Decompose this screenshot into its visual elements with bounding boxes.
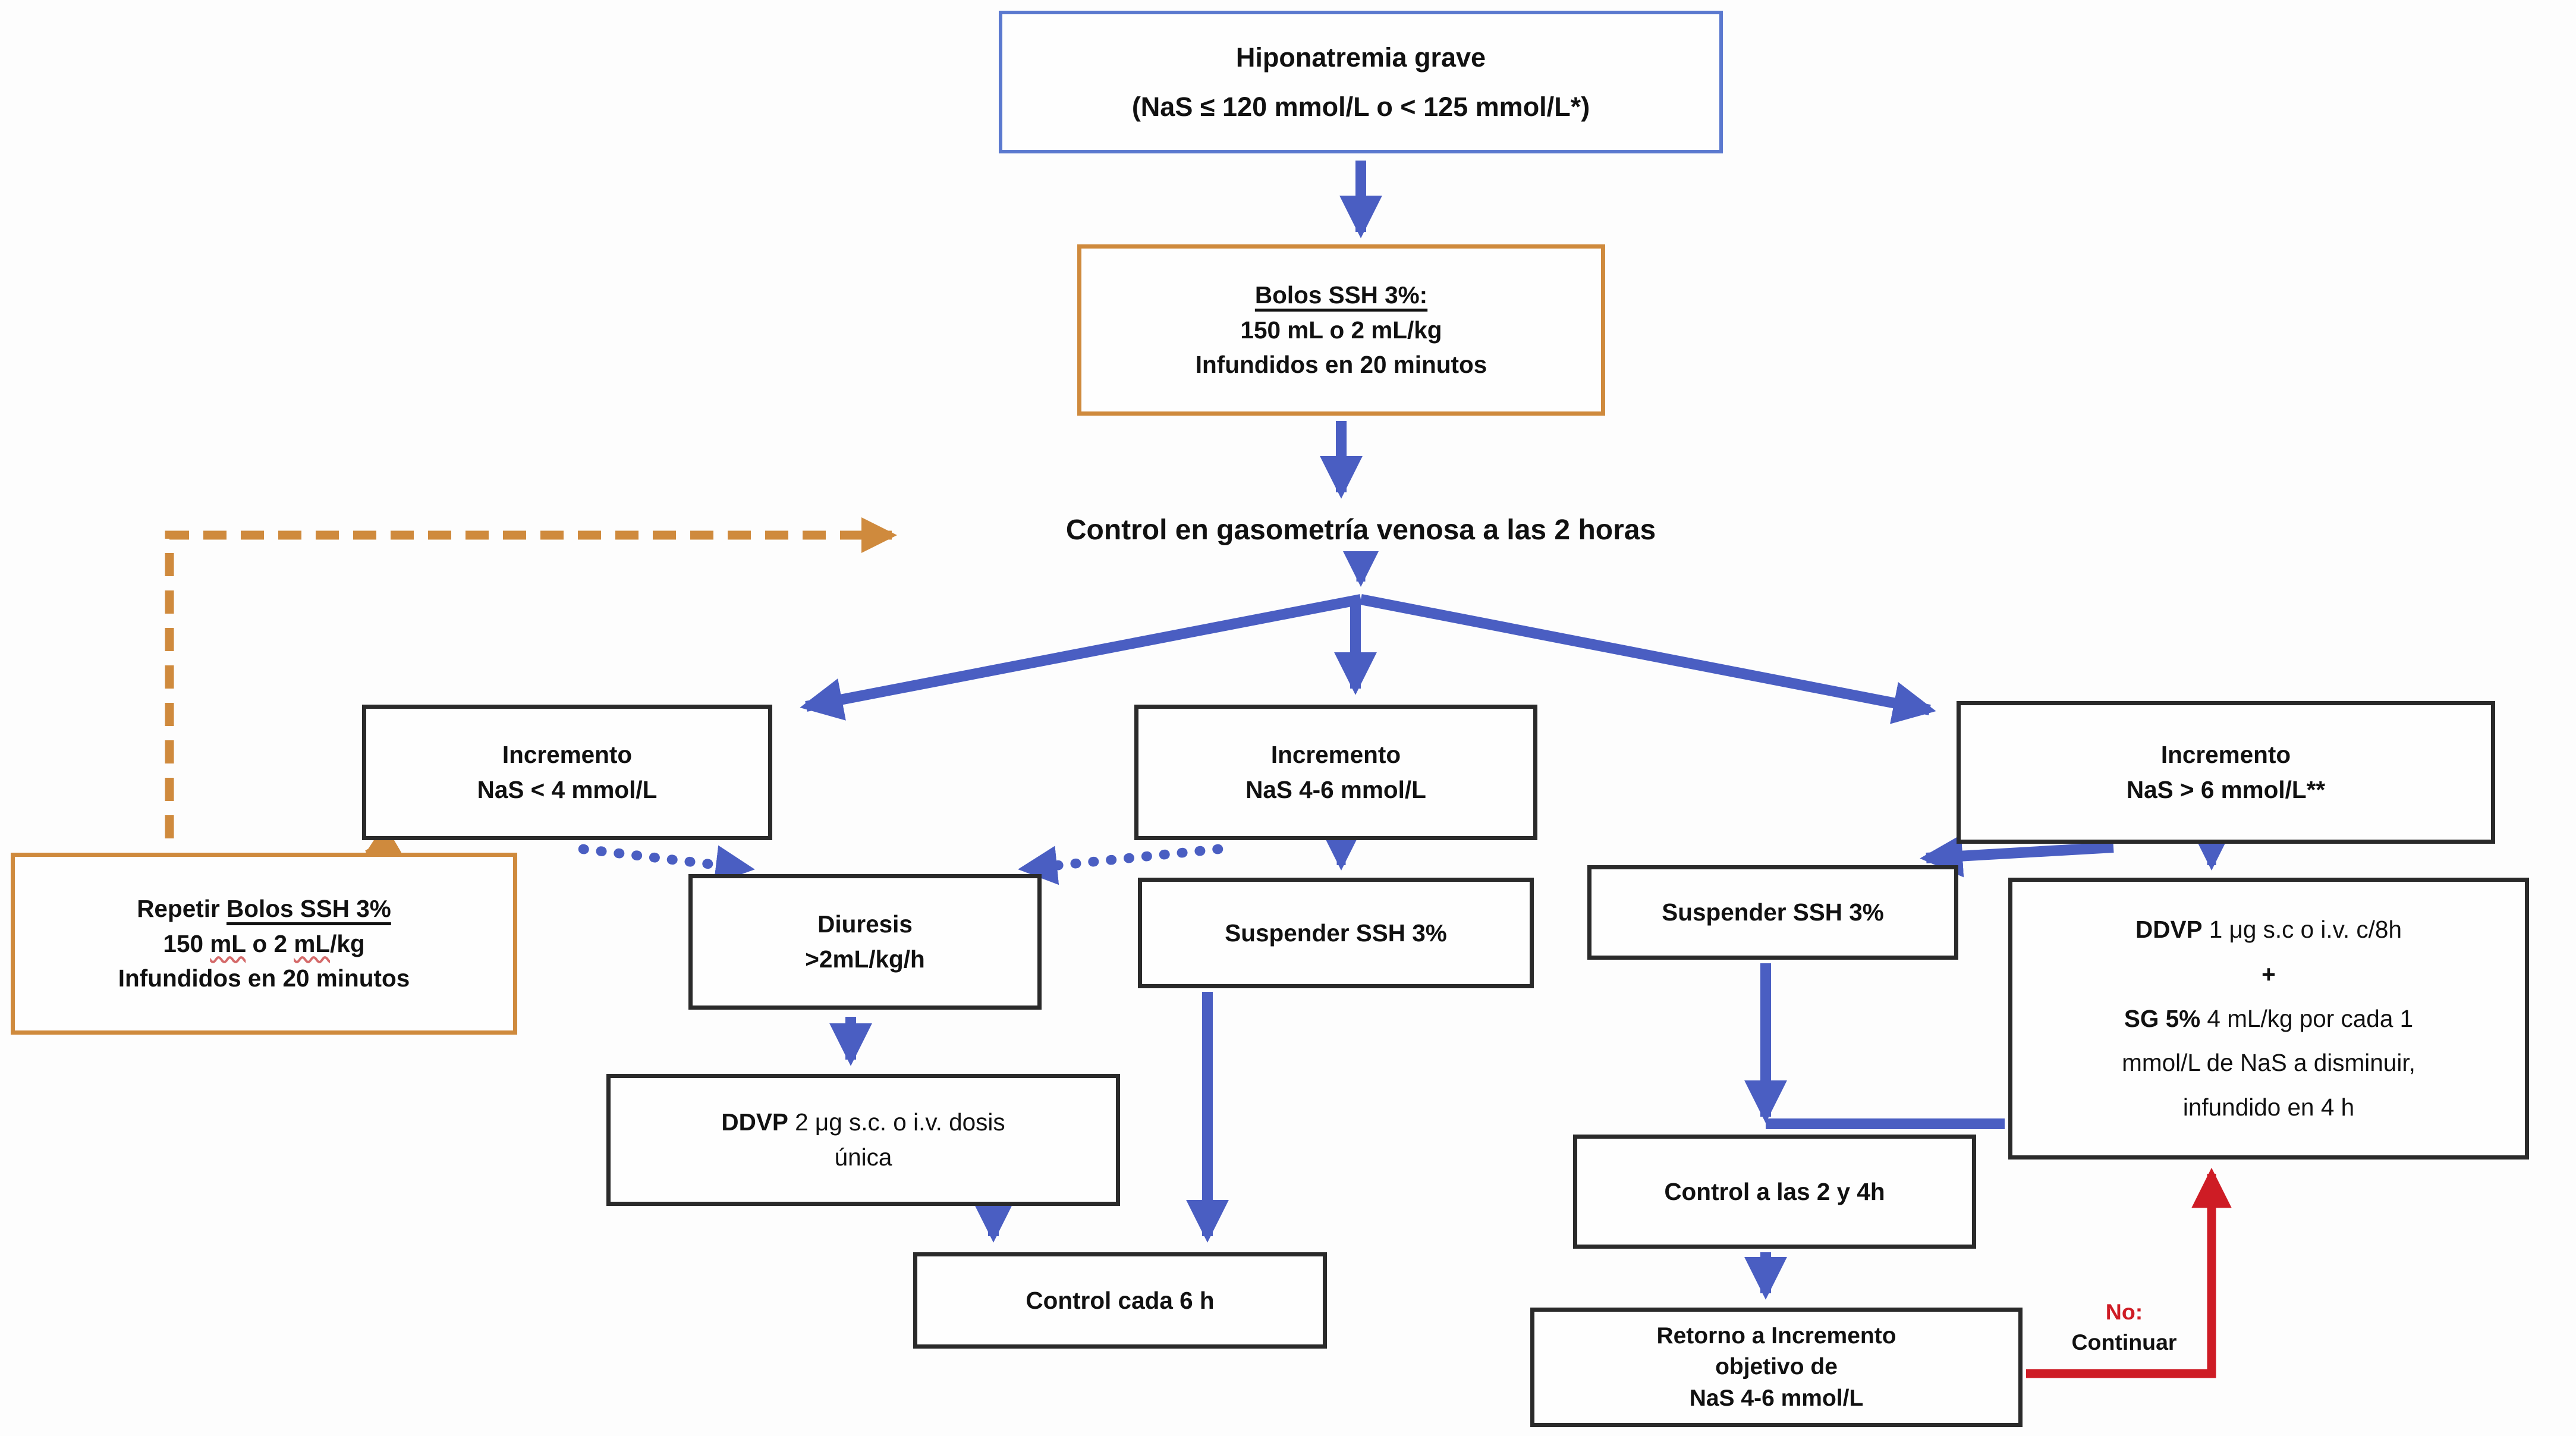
box-incremento-menor4: Incremento NaS < 4 mmol/L xyxy=(362,705,772,840)
ddvp-c8h-line3: SG 5% 4 mL/kg por cada 1 xyxy=(2124,997,2413,1041)
label-no-continuar: No: Continuar xyxy=(2044,1297,2204,1357)
box-bolos-ssh: Bolos SSH 3%: 150 mL o 2 mL/kg Infundido… xyxy=(1077,244,1605,416)
ddvp-unica-line2: única xyxy=(834,1143,892,1171)
repetir-line2-part-squiggle: mL xyxy=(294,929,331,957)
hiponatremia-line1: Hiponatremia grave xyxy=(1235,42,1486,73)
repetir-line2-part: 150 xyxy=(163,929,210,957)
ddvp-c8h-line1: DDVP 1 μg s.c o i.v. c/8h xyxy=(2135,907,2402,952)
incremento-menor4-line1: Incremento xyxy=(502,741,633,769)
control-6h-label: Control cada 6 h xyxy=(1026,1286,1215,1314)
repetir-line2-part: /kg xyxy=(330,929,365,957)
ddvp-unica-strong: DDVP xyxy=(721,1108,788,1136)
dotted-arrow-46-to-diuresis xyxy=(1018,844,1223,885)
ddvp-c8h-line1-rest: 1 μg s.c o i.v. c/8h xyxy=(2202,915,2402,943)
box-incremento-mayor6: Incremento NaS > 6 mmol/L** xyxy=(1957,701,2495,844)
arrow-incremento-mayor6-to-suspender-right xyxy=(1920,834,2114,878)
arrow-no-continuar-to-ddvp-c8h xyxy=(2026,1167,2232,1378)
ddvp-unica-rest: 2 μg s.c. o i.v. dosis xyxy=(788,1108,1005,1136)
diuresis-line1: Diuresis xyxy=(817,910,913,938)
suspender-mid-label: Suspender SSH 3% xyxy=(1225,919,1447,947)
box-incremento-4-6: Incremento NaS 4-6 mmol/L xyxy=(1134,705,1537,840)
box-control-2-4h: Control a las 2 y 4h xyxy=(1573,1135,1976,1249)
repetir-underlined: Bolos SSH 3% xyxy=(226,894,391,922)
control-24h-label: Control a las 2 y 4h xyxy=(1664,1177,1885,1205)
box-suspender-ssh-right: Suspender SSH 3% xyxy=(1587,865,1958,960)
ddvp-c8h-line5: infundido en 4 h xyxy=(2182,1094,2355,1121)
label-control-gasometria: Control en gasometría venosa a las 2 hor… xyxy=(1065,514,1656,546)
incremento-mayor6-line1: Incremento xyxy=(2160,741,2291,769)
box-retorno-incremento: Retorno a Incremento objetivo de NaS 4-6… xyxy=(1530,1308,2023,1427)
box-diuresis: Diuresis >2mL/kg/h xyxy=(688,874,1042,1010)
retorno-line3: NaS 4-6 mmol/L xyxy=(1689,1385,1864,1411)
repetir-line3: Infundidos en 20 minutos xyxy=(118,964,410,992)
dotted-arrow-menor4-to-diuresis xyxy=(578,844,755,885)
ddvp-c8h-line3-rest: 4 mL/kg por cada 1 xyxy=(2200,1004,2414,1032)
incremento-menor4-line2: NaS < 4 mmol/L xyxy=(477,776,658,803)
repetir-line1: Repetir Bolos SSH 3% xyxy=(137,891,391,926)
bolos-line2: 150 mL o 2 mL/kg xyxy=(1240,316,1442,344)
repetir-prefix: Repetir xyxy=(137,894,227,922)
repetir-line2-part: o 2 xyxy=(246,929,294,957)
continuar-label-text: Continuar xyxy=(2071,1329,2177,1355)
box-hiponatremia-grave: Hiponatremia grave (NaS ≤ 120 mmol/L o <… xyxy=(999,11,1723,153)
box-control-cada-6h: Control cada 6 h xyxy=(913,1252,1327,1349)
bolos-line3: Infundidos en 20 minutos xyxy=(1195,351,1487,379)
retorno-line1: Retorno a Incremento xyxy=(1656,1322,1896,1349)
box-ddvp-c8h: DDVP 1 μg s.c o i.v. c/8h + SG 5% 4 mL/k… xyxy=(2008,878,2529,1160)
ddvp-c8h-line3-strong: SG 5% xyxy=(2124,1004,2201,1032)
hiponatremia-line2: (NaS ≤ 120 mmol/L o < 125 mmol/L*) xyxy=(1131,92,1590,122)
incremento-46-line2: NaS 4-6 mmol/L xyxy=(1245,776,1426,803)
arrow-junction-to-incremento-mayor6 xyxy=(1360,594,1936,724)
diuresis-line2: >2mL/kg/h xyxy=(805,945,925,973)
bolos-title: Bolos SSH 3%: xyxy=(1254,281,1428,309)
ddvp-unica-line1: DDVP 2 μg s.c. o i.v. dosis xyxy=(721,1105,1005,1140)
arrow-junction-to-incremento-menor4 xyxy=(800,594,1362,721)
ddvp-c8h-line1-strong: DDVP xyxy=(2135,915,2203,943)
dashed-arrow-repetir-to-control xyxy=(165,517,897,838)
box-ddvp-dosis-unica: DDVP 2 μg s.c. o i.v. dosis única xyxy=(606,1074,1120,1206)
repetir-line2: 150 mL o 2 mL/kg xyxy=(163,926,364,961)
ddvp-c8h-plus: + xyxy=(2262,960,2276,988)
ddvp-c8h-line4: mmol/L de NaS a disminuir, xyxy=(2122,1049,2415,1077)
incremento-46-line1: Incremento xyxy=(1270,741,1401,769)
box-repetir-bolos: Repetir Bolos SSH 3% 150 mL o 2 mL/kg In… xyxy=(11,853,517,1035)
no-label-text: No: xyxy=(2105,1299,2143,1324)
repetir-line2-part-squiggle: mL xyxy=(210,929,246,957)
incremento-mayor6-line2: NaS > 6 mmol/L** xyxy=(2126,776,2326,803)
retorno-line2: objetivo de xyxy=(1715,1354,1838,1380)
suspender-right-label: Suspender SSH 3% xyxy=(1662,898,1884,926)
box-suspender-ssh-mid: Suspender SSH 3% xyxy=(1138,878,1534,988)
